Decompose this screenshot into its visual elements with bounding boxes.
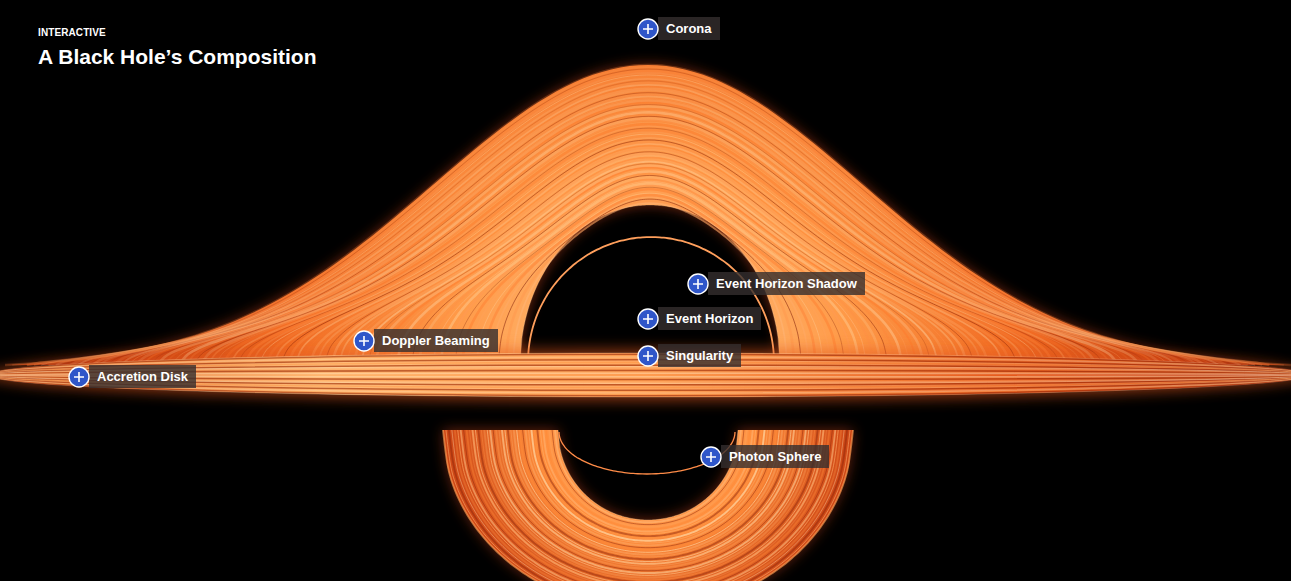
hotspot-label-box: Event Horizon Shadow xyxy=(708,272,865,295)
disk-streak xyxy=(443,430,853,581)
disk-streak xyxy=(143,103,1154,365)
hotspot-label: Accretion Disk xyxy=(97,369,188,384)
disk-streak xyxy=(136,101,1162,365)
disk-streak xyxy=(20,69,1277,365)
disk-streak xyxy=(172,110,1126,365)
lensed-disk-bottom xyxy=(443,430,853,581)
disk-streak xyxy=(208,120,1089,365)
plus-icon xyxy=(637,18,659,40)
disk-streak xyxy=(121,97,1176,365)
plus-icon-circle xyxy=(701,447,721,467)
hotspot-label: Event Horizon Shadow xyxy=(716,276,857,291)
disk-streak xyxy=(0,362,1291,387)
hotspot-label-box: Corona xyxy=(658,17,720,40)
plus-icon-cross xyxy=(359,336,369,346)
disk-streak xyxy=(215,122,1082,365)
disk-streak xyxy=(552,430,744,525)
disk-streak xyxy=(464,430,833,581)
disk-streak xyxy=(165,108,1133,365)
plus-icon-cross xyxy=(74,372,84,382)
plus-icon xyxy=(637,345,659,367)
disk-streak xyxy=(194,116,1104,365)
disk-streak xyxy=(85,87,1212,365)
disk-streak xyxy=(150,105,1147,365)
disk-streak xyxy=(558,430,738,520)
disk-streak xyxy=(446,430,850,581)
disk-streak xyxy=(41,75,1255,365)
disk-streak xyxy=(230,126,1068,365)
page-title: A Black Hole’s Composition xyxy=(38,45,317,69)
plus-icon-circle xyxy=(638,19,658,39)
photon-ring xyxy=(559,432,735,474)
hotspot-label-box: Photon Sphere xyxy=(721,445,829,468)
kicker-label: INTERACTIVE xyxy=(38,27,317,38)
hotspot-label-box: Event Horizon xyxy=(658,307,761,330)
disk-streak xyxy=(34,73,1262,365)
plus-icon xyxy=(353,330,375,352)
plus-icon-circle xyxy=(638,309,658,329)
hotspot-label: Doppler Beaming xyxy=(382,333,490,348)
disk-streak xyxy=(99,91,1197,365)
hotspot-label: Photon Sphere xyxy=(729,449,821,464)
plus-icon xyxy=(700,446,722,468)
disk-streak xyxy=(27,71,1270,365)
disk-streak xyxy=(5,65,1291,365)
disk-streak xyxy=(223,124,1075,365)
disk-streak xyxy=(128,99,1168,365)
disk-streak xyxy=(49,77,1248,365)
disk-streak xyxy=(475,430,820,581)
disk-glow xyxy=(443,430,853,581)
hotspot-label: Event Horizon xyxy=(666,311,753,326)
plus-icon-circle xyxy=(69,367,89,387)
disk-streak xyxy=(179,112,1118,365)
disk-streak xyxy=(12,67,1284,365)
plus-icon-cross xyxy=(706,452,716,462)
plus-icon-circle xyxy=(354,331,374,351)
plus-icon-cross xyxy=(643,24,653,34)
plus-icon-cross xyxy=(643,351,653,361)
disk-streak xyxy=(186,114,1111,365)
disk-streak xyxy=(78,85,1219,365)
plus-icon xyxy=(637,308,659,330)
plus-icon-circle xyxy=(688,274,708,294)
disk-streak xyxy=(452,430,844,581)
disk-streak xyxy=(201,118,1097,365)
hotspot-label-box: Accretion Disk xyxy=(89,365,196,388)
plus-icon xyxy=(687,273,709,295)
hotspot-label-box: Singularity xyxy=(658,344,741,367)
plus-icon-cross xyxy=(693,279,703,289)
disk-glow xyxy=(5,65,1291,365)
disk-streak xyxy=(470,430,827,581)
disk-streak xyxy=(458,430,839,581)
hotspot-label: Corona xyxy=(666,21,712,36)
hotspot-label-box: Doppler Beaming xyxy=(374,329,498,352)
plus-icon-cross xyxy=(643,314,653,324)
disk-streak xyxy=(157,106,1140,365)
plus-icon-circle xyxy=(638,346,658,366)
lensed-disk-top xyxy=(5,65,1291,365)
hotspot-label: Singularity xyxy=(666,348,733,363)
disk-streak xyxy=(114,95,1183,365)
plus-icon xyxy=(68,366,90,388)
disk-streak xyxy=(92,89,1205,365)
disk-streak xyxy=(107,93,1191,365)
